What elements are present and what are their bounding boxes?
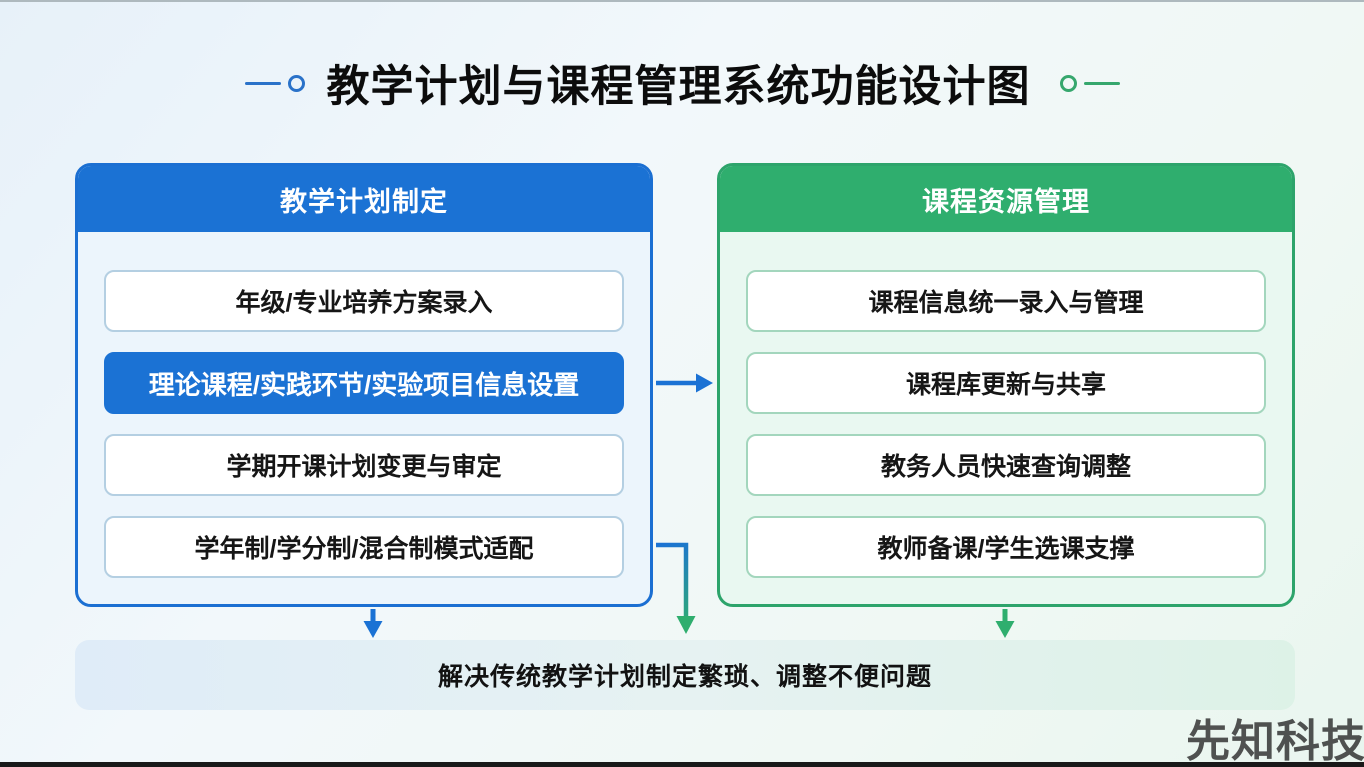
title-left-line bbox=[244, 81, 281, 85]
footer-summary-bar: 解决传统教学计划制定繁琐、调整不便问题 bbox=[75, 640, 1295, 710]
title-right-decoration bbox=[1053, 74, 1120, 92]
title-right-ring-icon bbox=[1059, 74, 1077, 92]
panel-course-resources-body: 课程信息统一录入与管理 课程库更新与共享 教务人员快速查询调整 教师备课/学生选… bbox=[720, 232, 1292, 604]
title-left-ring-icon bbox=[287, 74, 305, 92]
list-item-highlighted: 理论课程/实践环节/实验项目信息设置 bbox=[104, 352, 624, 414]
arrow-elbow-down-icon bbox=[656, 542, 696, 634]
title-left-decoration bbox=[244, 74, 305, 92]
arrow-left-to-right-icon bbox=[656, 373, 713, 393]
list-item: 课程信息统一录入与管理 bbox=[746, 270, 1266, 332]
top-edge-line bbox=[0, 0, 1364, 2]
title-right-line bbox=[1083, 81, 1120, 85]
bottom-edge-bar bbox=[0, 762, 1364, 767]
panel-teaching-plan-body: 年级/专业培养方案录入 理论课程/实践环节/实验项目信息设置 学期开课计划变更与… bbox=[78, 232, 650, 604]
list-item: 学年制/学分制/混合制模式适配 bbox=[104, 516, 624, 578]
list-item: 课程库更新与共享 bbox=[746, 352, 1266, 414]
arrow-down-right-icon bbox=[995, 609, 1015, 638]
list-item: 教务人员快速查询调整 bbox=[746, 434, 1266, 496]
page-title: 教学计划与课程管理系统功能设计图 bbox=[326, 63, 1031, 111]
panel-teaching-plan: 教学计划制定 年级/专业培养方案录入 理论课程/实践环节/实验项目信息设置 学期… bbox=[75, 163, 653, 607]
list-item: 教师备课/学生选课支撑 bbox=[746, 516, 1266, 578]
panel-teaching-plan-header: 教学计划制定 bbox=[78, 166, 650, 232]
watermark-logo: 先知科技 bbox=[1186, 717, 1364, 766]
title-row: 教学计划与课程管理系统功能设计图 bbox=[0, 52, 1364, 114]
arrow-down-left-icon bbox=[363, 609, 383, 638]
list-item: 年级/专业培养方案录入 bbox=[104, 270, 624, 332]
panel-course-resources-header: 课程资源管理 bbox=[720, 166, 1292, 232]
list-item: 学期开课计划变更与审定 bbox=[104, 434, 624, 496]
panel-course-resources: 课程资源管理 课程信息统一录入与管理 课程库更新与共享 教务人员快速查询调整 教… bbox=[717, 163, 1295, 607]
